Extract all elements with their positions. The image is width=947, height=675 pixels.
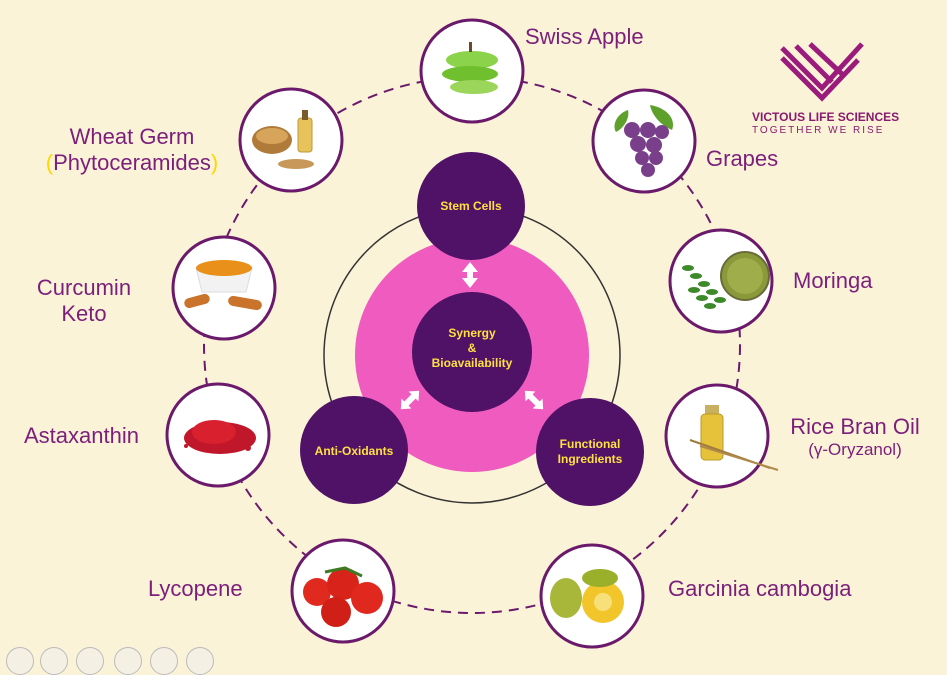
hub-left-label: Anti-Oxidants: [314, 444, 394, 458]
label-curcumin-keto: Curcumin Keto: [22, 275, 146, 327]
hub-right-line1: Functional: [559, 437, 621, 451]
brand-name: VICTOUS LIFE SCIENCES: [752, 110, 900, 124]
arrow-diagonal-left-icon: [400, 390, 420, 410]
brand-logo-icon: [780, 42, 864, 102]
astaxanthin-image: [165, 382, 271, 488]
label-garcinia-cambogia: Garcinia cambogia: [668, 576, 852, 601]
more-options-button[interactable]: [186, 647, 214, 675]
next-slide-button[interactable]: [40, 647, 68, 675]
hub-left-circle: [300, 396, 408, 504]
wheat-paren-close: ): [210, 150, 219, 175]
hub-top-circle: [417, 152, 525, 260]
wheat-germ-image: [238, 87, 344, 193]
swiss-apple-image: [419, 18, 525, 124]
hub-center-circle: [412, 292, 532, 412]
label-astaxanthin: Astaxanthin: [24, 423, 139, 448]
label-curcumin-line1: Curcumin: [36, 275, 132, 300]
label-rice-bran-line2: (γ-Oryzanol): [808, 440, 902, 459]
lycopene-image: [290, 538, 396, 644]
label-wheat-line2: Phytoceramides: [53, 150, 211, 175]
label-curcumin-line2: Keto: [61, 301, 107, 326]
garcinia-cambogia-image: [539, 543, 645, 649]
curcumin-image: [171, 235, 277, 341]
rice-bran-oil-image: [664, 383, 779, 489]
label-wheat-line1: Wheat Germ: [69, 124, 195, 149]
label-lycopene: Lycopene: [148, 576, 243, 601]
pen-tool-button[interactable]: [76, 647, 104, 675]
zoom-button[interactable]: [150, 647, 178, 675]
moringa-image: [668, 228, 774, 334]
hub-right-label: Functional Ingredients: [538, 437, 642, 467]
hub-right-line2: Ingredients: [557, 452, 623, 466]
label-rice-bran-oil: Rice Bran Oil (γ-Oryzanol): [784, 414, 926, 460]
hub-center-label: Synergy & Bioavailability: [417, 326, 527, 371]
label-wheat-germ: Wheat Germ (Phytoceramides): [32, 124, 232, 176]
label-swiss-apple: Swiss Apple: [525, 24, 644, 49]
hub-right-circle: [536, 398, 644, 506]
grapes-image: [591, 88, 697, 194]
label-moringa: Moringa: [793, 268, 873, 293]
label-grapes: Grapes: [706, 146, 779, 171]
wheat-paren-open: (: [45, 150, 54, 175]
hub-top-label: Stem Cells: [440, 199, 502, 213]
brand-tagline: TOGETHER WE RISE: [752, 125, 885, 136]
slides-view-button[interactable]: [114, 647, 142, 675]
prev-slide-button[interactable]: [6, 647, 34, 675]
hub-center-line3: Bioavailability: [431, 356, 513, 370]
label-rice-bran-line1: Rice Bran Oil: [790, 414, 920, 439]
label-wheat-line2-wrap: (Phytoceramides): [32, 150, 232, 176]
hub-center-line1: Synergy: [448, 326, 496, 340]
hub-center-line2: &: [467, 341, 477, 355]
arrow-diagonal-right-icon: [524, 390, 544, 410]
arrow-up-down-icon: [462, 262, 478, 288]
